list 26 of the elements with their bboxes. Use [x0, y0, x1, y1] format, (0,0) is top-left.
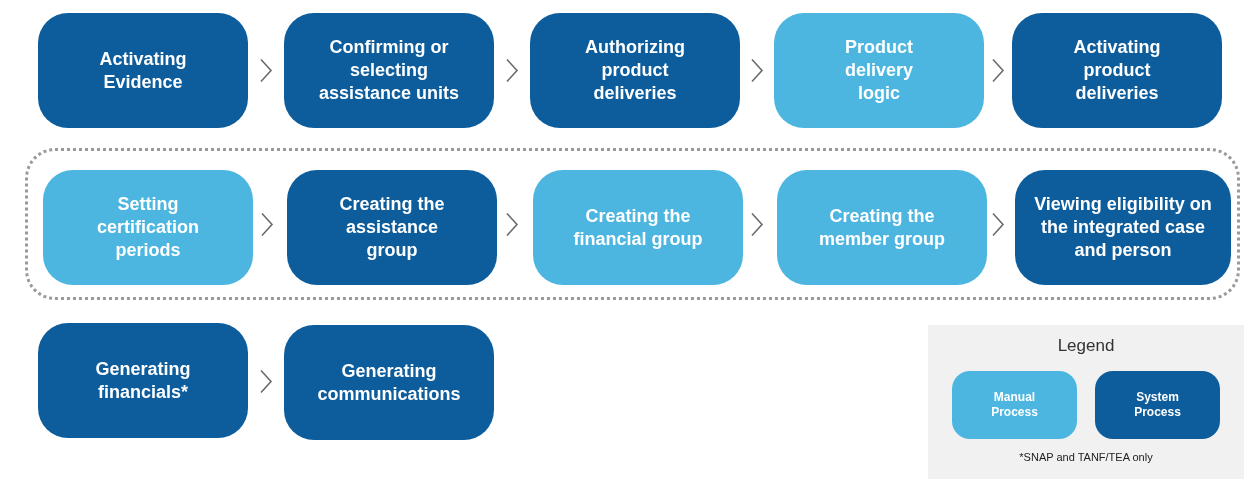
system-process-box: Activating Evidence — [38, 13, 248, 128]
system-process-box: Generating financials* — [38, 323, 248, 438]
manual-process-box: Setting certification periods — [43, 170, 253, 285]
chevron-arrow — [261, 212, 274, 237]
chevron-arrow — [751, 58, 764, 83]
chevron-arrow — [992, 58, 1005, 83]
chevron-arrow — [751, 212, 764, 237]
manual-process-box: Creating the financial group — [533, 170, 743, 285]
system-process-box: Creating the assistance group — [287, 170, 497, 285]
system-process-box: Viewing eligibility on the integrated case and person — [1015, 170, 1231, 285]
system-process-box: Confirming or selecting assistance units — [284, 13, 494, 128]
chevron-arrow — [506, 212, 519, 237]
manual-process-box: Product delivery logic — [774, 13, 984, 128]
chevron-arrow — [506, 58, 519, 83]
system-process-box: Generating communications — [284, 325, 494, 440]
legend-title: Legend — [1057, 335, 1115, 357]
dotted-group-frame — [25, 148, 1240, 300]
legend-swatch: System Process — [1095, 370, 1220, 439]
legend-swatch: Manual Process — [952, 370, 1077, 439]
footnote: *SNAP and TANF/TEA only — [1019, 449, 1153, 465]
chevron-arrow — [260, 58, 273, 83]
chevron-arrow — [260, 369, 273, 394]
chevron-arrow — [992, 212, 1005, 237]
manual-process-box: Creating the member group — [777, 170, 987, 285]
system-process-box: Activating product deliveries — [1012, 13, 1222, 128]
system-process-box: Authorizing product deliveries — [530, 13, 740, 128]
